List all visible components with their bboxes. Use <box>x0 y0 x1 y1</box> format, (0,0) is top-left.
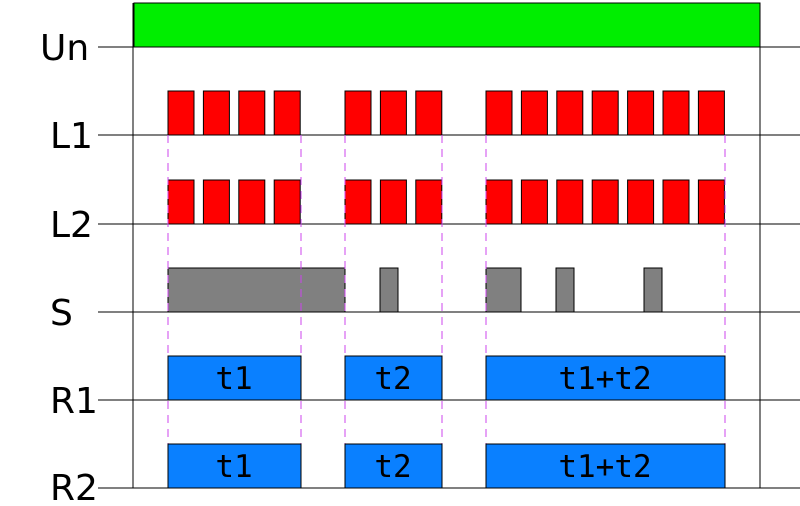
l1-pulse <box>238 90 266 136</box>
switch-pulse <box>167 267 346 313</box>
relay-r1-label: t1+t2 <box>558 361 651 397</box>
relay-r2-label: t1+t2 <box>558 449 651 485</box>
l2-pulse <box>273 179 301 225</box>
relay-r1-label: t1 <box>215 361 252 397</box>
l2-pulses <box>167 179 725 225</box>
switch-pulse <box>379 267 399 313</box>
l2-pulse <box>627 179 655 225</box>
row-label-l2: L2 <box>50 205 93 246</box>
l1-pulses <box>167 90 725 136</box>
l1-pulse <box>520 90 548 136</box>
relay-r1-interval <box>167 355 302 401</box>
l2-pulse <box>591 179 619 225</box>
l2-pulse <box>697 179 725 225</box>
l1-pulse <box>591 90 619 136</box>
l1-pulse <box>485 90 513 136</box>
l1-pulse <box>415 90 443 136</box>
relay-r2-interval <box>485 443 726 489</box>
relay-r1-label: t2 <box>374 361 411 397</box>
row-label-s: S <box>50 293 73 334</box>
l1-pulse <box>202 90 230 136</box>
l2-pulse <box>379 179 407 225</box>
relay-r2: t1 t2 t1+t2 <box>167 443 726 489</box>
l1-pulse <box>662 90 690 136</box>
l1-pulse <box>167 90 195 136</box>
switch-pulse <box>485 267 522 313</box>
l1-pulse <box>697 90 725 136</box>
l2-pulse <box>202 179 230 225</box>
row-label-l1: L1 <box>50 116 93 157</box>
relay-r1-interval <box>485 355 726 401</box>
relay-r2-interval <box>167 443 302 489</box>
l2-pulse <box>238 179 266 225</box>
row-label-r1: R1 <box>50 381 98 422</box>
row-label-r2: R2 <box>50 468 98 506</box>
guide-lines <box>167 135 726 488</box>
l2-pulse <box>167 179 195 225</box>
relay-r1: t1 t2 t1+t2 <box>167 355 726 401</box>
relay-r2-interval <box>344 443 443 489</box>
l1-pulse <box>627 90 655 136</box>
supply-voltage-bar <box>133 2 761 48</box>
switch-pulse <box>555 267 575 313</box>
l1-pulse <box>273 90 301 136</box>
l2-pulse <box>520 179 548 225</box>
switch-signal <box>167 267 663 313</box>
l1-pulse <box>379 90 407 136</box>
l2-pulse <box>556 179 584 225</box>
l1-pulse <box>344 90 372 136</box>
l2-pulse <box>344 179 372 225</box>
relay-r1-interval <box>344 355 443 401</box>
relay-r2-label: t2 <box>374 449 411 485</box>
l2-pulse <box>415 179 443 225</box>
relay-r2-label: t1 <box>215 449 252 485</box>
switch-pulse <box>643 267 663 313</box>
l2-pulse <box>485 179 513 225</box>
l1-pulse <box>556 90 584 136</box>
l2-pulse <box>662 179 690 225</box>
row-label-un: Un <box>40 28 89 69</box>
